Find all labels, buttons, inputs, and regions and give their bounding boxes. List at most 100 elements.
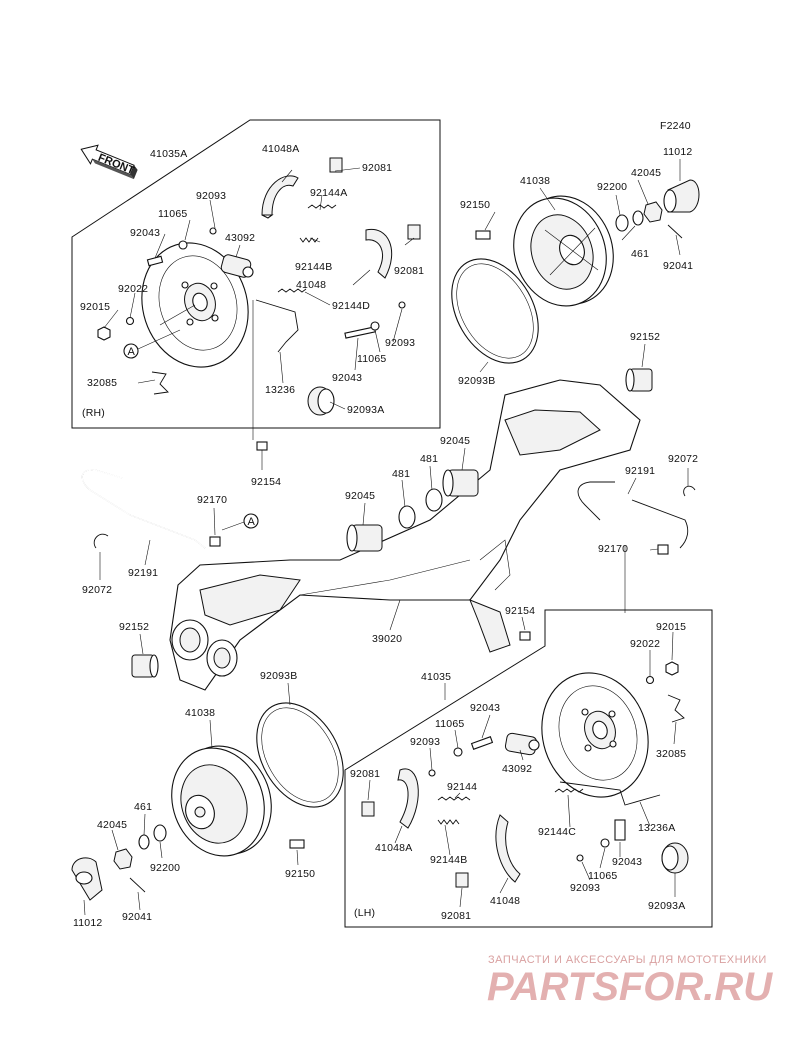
bottom-ring-461 bbox=[138, 834, 150, 850]
right-clamp-92170 bbox=[657, 544, 669, 555]
label-92144A: 92144A bbox=[310, 187, 347, 199]
label-92093-rh-b: 92093 bbox=[385, 337, 415, 349]
label-92200-bot: 92200 bbox=[150, 862, 180, 874]
bottom-bushing-92152 bbox=[131, 654, 159, 678]
seal-481-a bbox=[425, 488, 443, 512]
label-92144B-lh: 92144B bbox=[430, 854, 467, 866]
label-92081-rh-top: 92081 bbox=[362, 162, 392, 174]
rh-retainer-92081-b bbox=[407, 224, 421, 240]
label-41035A: 41035A bbox=[150, 148, 187, 160]
left-clip-92072 bbox=[93, 533, 109, 549]
label-92043-lh-a: 92043 bbox=[470, 702, 500, 714]
label-461-bot: 461 bbox=[134, 801, 152, 813]
label-92072-r: 92072 bbox=[668, 453, 698, 465]
label-92093-rh-a: 92093 bbox=[196, 190, 226, 202]
label-92081-lh-a: 92081 bbox=[350, 768, 380, 780]
label-41038-top: 41038 bbox=[520, 175, 550, 187]
top-brake-drum-41038 bbox=[513, 195, 614, 307]
label-41038-bot: 41038 bbox=[185, 707, 215, 719]
label-92152-bot: 92152 bbox=[119, 621, 149, 633]
label-11065-lh-b: 11065 bbox=[588, 870, 617, 882]
rh-washer-92093 bbox=[209, 227, 217, 235]
lh-spring-92144B bbox=[437, 819, 460, 825]
lh-group-box bbox=[344, 609, 713, 928]
label-92170-l: 92170 bbox=[197, 494, 227, 506]
label-92144C: 92144C bbox=[538, 826, 576, 838]
label-42045-bot: 42045 bbox=[97, 819, 127, 831]
label-92093-lh-b: 92093 bbox=[570, 882, 600, 894]
rh-seal-92093A bbox=[307, 386, 335, 416]
bearing-92045-b bbox=[346, 524, 383, 552]
label-461-top: 461 bbox=[631, 248, 649, 260]
label-92045-a: 92045 bbox=[440, 435, 470, 447]
rh-brake-shoe-41048 bbox=[365, 228, 393, 279]
label-92043-lh-b: 92043 bbox=[612, 856, 642, 868]
lh-washer-92093-b bbox=[576, 854, 584, 862]
rh-spring-92144A bbox=[307, 204, 337, 209]
label-92081-lh-b: 92081 bbox=[441, 910, 471, 922]
lh-clip-32085 bbox=[667, 694, 685, 723]
rh-pin-92043-b bbox=[344, 326, 376, 339]
lh-pin-92043-b bbox=[614, 819, 626, 841]
label-92154-rh: 92154 bbox=[251, 476, 281, 488]
label-92144D: 92144D bbox=[332, 300, 370, 312]
label-92072-l: 92072 bbox=[82, 584, 112, 596]
label-92154-lh: 92154 bbox=[505, 605, 535, 617]
front-arrow-icon: FRONT bbox=[80, 144, 138, 180]
rh-washer-92093-b bbox=[398, 301, 406, 309]
rh-group-box bbox=[71, 119, 441, 429]
label-92045-b: 92045 bbox=[345, 490, 375, 502]
bottom-cap-11012 bbox=[71, 857, 103, 901]
label-92093B-bot: 92093B bbox=[260, 670, 297, 682]
ref-marker-a-rh bbox=[123, 343, 139, 359]
right-hose-92191 bbox=[577, 481, 689, 549]
label-92150-top: 92150 bbox=[460, 199, 490, 211]
lh-label: (LH) bbox=[354, 907, 375, 919]
bottom-pin-92041 bbox=[129, 877, 146, 893]
lh-wheel-cylinder-43092 bbox=[504, 732, 540, 756]
label-92191-r: 92191 bbox=[625, 465, 655, 477]
label-11065-rh-b: 11065 bbox=[357, 353, 386, 365]
label-92191-l: 92191 bbox=[128, 567, 158, 579]
lh-retainer-92081-b bbox=[455, 872, 469, 888]
top-seal-92093B bbox=[451, 258, 539, 364]
right-clip-92072 bbox=[683, 485, 696, 497]
rh-washer-11065-b bbox=[370, 321, 380, 331]
label-92200-top: 92200 bbox=[597, 181, 627, 193]
rh-spring-92144D bbox=[277, 288, 307, 293]
label-92093B-top: 92093B bbox=[458, 375, 495, 387]
lh-retainer-92081 bbox=[361, 801, 375, 817]
label-92043-rh-a: 92043 bbox=[130, 227, 160, 239]
label-92093A-rh: 92093A bbox=[347, 404, 384, 416]
label-92015-rh: 92015 bbox=[80, 301, 110, 313]
label-42045-top: 42045 bbox=[631, 167, 661, 179]
axle-housing-39020 bbox=[169, 379, 641, 691]
lh-washer-11065 bbox=[453, 747, 463, 757]
rh-spring-92144B bbox=[299, 237, 319, 243]
rh-pin-92043 bbox=[146, 255, 164, 267]
lh-spring-92144 bbox=[437, 796, 471, 801]
top-bolt-92150 bbox=[475, 230, 491, 240]
label-43092-rh: 43092 bbox=[225, 232, 255, 244]
seal-481-b bbox=[398, 505, 416, 529]
rh-nut-92015 bbox=[97, 326, 111, 341]
lh-washer-11065-b bbox=[600, 838, 610, 848]
bottom-washer-92200 bbox=[153, 824, 167, 842]
watermark-tagline: ЗАПЧАСТИ И АКСЕССУАРЫ ДЛЯ МОТОТЕХНИКИ bbox=[488, 954, 767, 966]
lh-washer-92093 bbox=[428, 769, 436, 777]
label-92093-lh-a: 92093 bbox=[410, 736, 440, 748]
label-92015-lh: 92015 bbox=[656, 621, 686, 633]
lh-seal-92093A bbox=[661, 842, 689, 874]
lh-bolt-92154 bbox=[519, 631, 531, 641]
front-label: FRONT bbox=[96, 152, 136, 177]
bottom-nut-42045 bbox=[113, 848, 133, 870]
label-92022-rh: 92022 bbox=[118, 283, 148, 295]
label-92041-top: 92041 bbox=[663, 260, 693, 272]
ref-marker-a-mid bbox=[243, 513, 259, 529]
label-13236: 13236 bbox=[265, 384, 295, 396]
label-32085-lh: 32085 bbox=[656, 748, 686, 760]
lh-pin-92043 bbox=[470, 736, 494, 750]
label-41048A-lh: 41048A bbox=[375, 842, 412, 854]
lh-lever-13236A bbox=[559, 781, 661, 806]
